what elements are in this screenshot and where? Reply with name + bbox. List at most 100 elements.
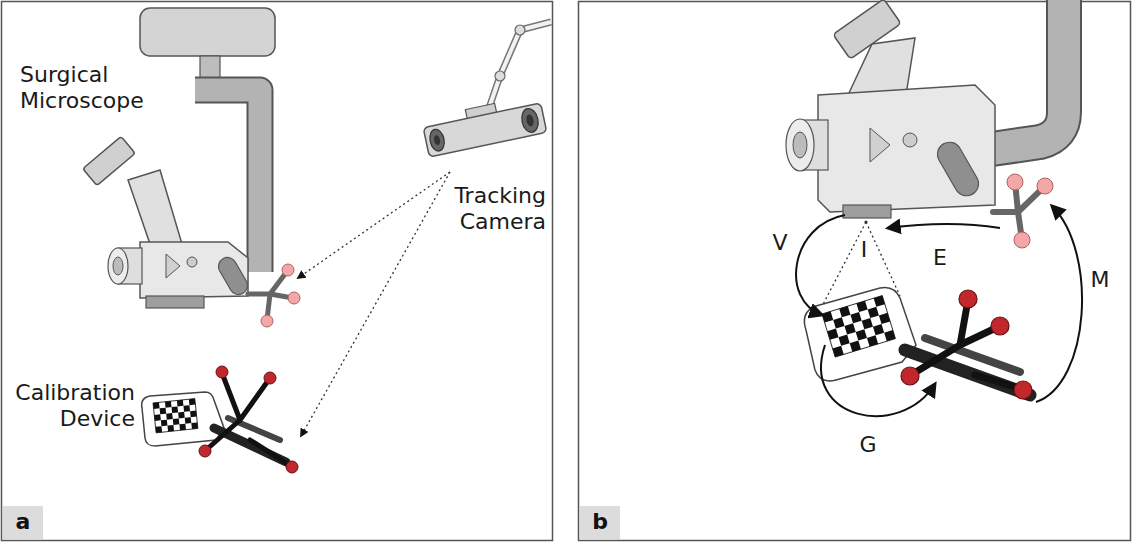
calibration-device — [804, 287, 1032, 399]
tracking-camera — [423, 103, 547, 157]
calibration-device — [286, 461, 298, 473]
microscope-marker — [261, 315, 273, 327]
microscope-body — [166, 254, 180, 278]
calibration-device — [839, 335, 850, 346]
microscope-body — [843, 205, 891, 218]
binocular-tube — [83, 137, 182, 244]
transform-label: E — [933, 245, 947, 271]
tracking-camera — [487, 22, 551, 114]
tracking-ray — [298, 172, 450, 436]
microscope-body — [818, 85, 995, 212]
calibration-device — [879, 313, 890, 324]
tracking-camera — [421, 22, 551, 157]
microscope-marker — [1007, 174, 1023, 190]
calibration-device — [884, 330, 895, 341]
calibration-device — [153, 402, 160, 409]
transform-label: M — [1091, 267, 1110, 293]
calibration-device — [867, 335, 878, 346]
calibration-device — [822, 296, 895, 357]
calibration-device — [844, 323, 855, 334]
calibration-device — [185, 417, 192, 424]
calibration-device — [142, 392, 224, 446]
microscope-marker — [1014, 232, 1030, 248]
calibration-device — [190, 411, 197, 418]
calibration-device — [199, 445, 211, 457]
suspension-head — [140, 8, 275, 56]
tracking-camera — [495, 71, 505, 81]
calibration-device — [165, 401, 172, 408]
microscope-arm — [985, 0, 1064, 150]
binocular-tube — [83, 137, 135, 186]
calibration-device — [991, 317, 1009, 335]
calibration-device — [206, 373, 291, 466]
calibration-device — [874, 296, 885, 307]
calibration-device — [216, 366, 228, 378]
transform-arrow — [888, 224, 1000, 228]
microscope-body — [786, 85, 995, 224]
tracking-camera — [428, 128, 446, 152]
microscope-body — [187, 257, 197, 267]
calibration-device — [833, 346, 844, 357]
calibration-device — [154, 414, 161, 421]
microscope-arm — [985, 0, 1064, 150]
calibration-device — [172, 406, 179, 413]
calibration-device — [959, 290, 977, 308]
calibration-device — [153, 399, 198, 433]
tracking-camera — [525, 114, 534, 127]
calibration-device — [911, 300, 1022, 389]
calibration-device — [901, 367, 919, 385]
calibration-device — [183, 405, 190, 412]
panel-letter-box: b — [580, 506, 620, 539]
tracking-ray — [298, 172, 450, 278]
panel-letter: b — [592, 510, 608, 534]
calibration-device — [161, 420, 168, 427]
part-label: Tracking Camera — [454, 183, 546, 236]
calibration-device — [167, 425, 174, 432]
calibration-device — [839, 306, 850, 317]
transform-label: I — [861, 237, 868, 263]
calibration-device — [822, 296, 895, 357]
panel-frame — [2, 2, 553, 541]
part-label: Calibration Device — [15, 380, 135, 433]
microscope-marker — [288, 292, 300, 304]
microscope-body — [108, 248, 128, 284]
tracking-camera — [487, 22, 551, 114]
microscope-arm — [985, 0, 1064, 150]
calibration-device — [827, 329, 838, 340]
calibration-device — [191, 422, 198, 429]
calibration-device — [156, 426, 163, 433]
calibration-device — [178, 412, 185, 419]
microscope-marker — [1037, 178, 1053, 194]
panel-letter-box: a — [3, 506, 43, 539]
microscope-marker — [282, 264, 294, 276]
binocular-tube — [833, 0, 915, 95]
tracking-ray — [301, 172, 450, 436]
transform-label: G — [859, 432, 876, 458]
transform-arrow — [1036, 206, 1082, 402]
calibration-device — [1014, 381, 1032, 399]
calibration-device — [179, 424, 186, 431]
calibration-device — [862, 318, 873, 329]
tracking-camera — [515, 25, 525, 35]
microscope-body — [793, 132, 807, 158]
calibration-device — [822, 311, 833, 322]
calibration-device — [856, 329, 867, 340]
microscope-body — [786, 119, 814, 171]
microscope-body — [870, 128, 890, 162]
calibration-device — [173, 418, 180, 425]
transform-arrow — [796, 206, 1082, 416]
microscope-body — [903, 133, 917, 147]
calibration-device — [833, 317, 844, 328]
binocular-tube — [833, 0, 901, 59]
transform-arrow — [821, 345, 935, 416]
microscope-body — [933, 138, 983, 200]
transform-arrow — [796, 215, 845, 315]
part-label: Surgical Microscope — [20, 62, 144, 115]
microscope-body — [146, 296, 204, 308]
calibration-device — [142, 366, 298, 473]
microscope-marker — [993, 182, 1045, 240]
microscope-body — [113, 257, 123, 275]
